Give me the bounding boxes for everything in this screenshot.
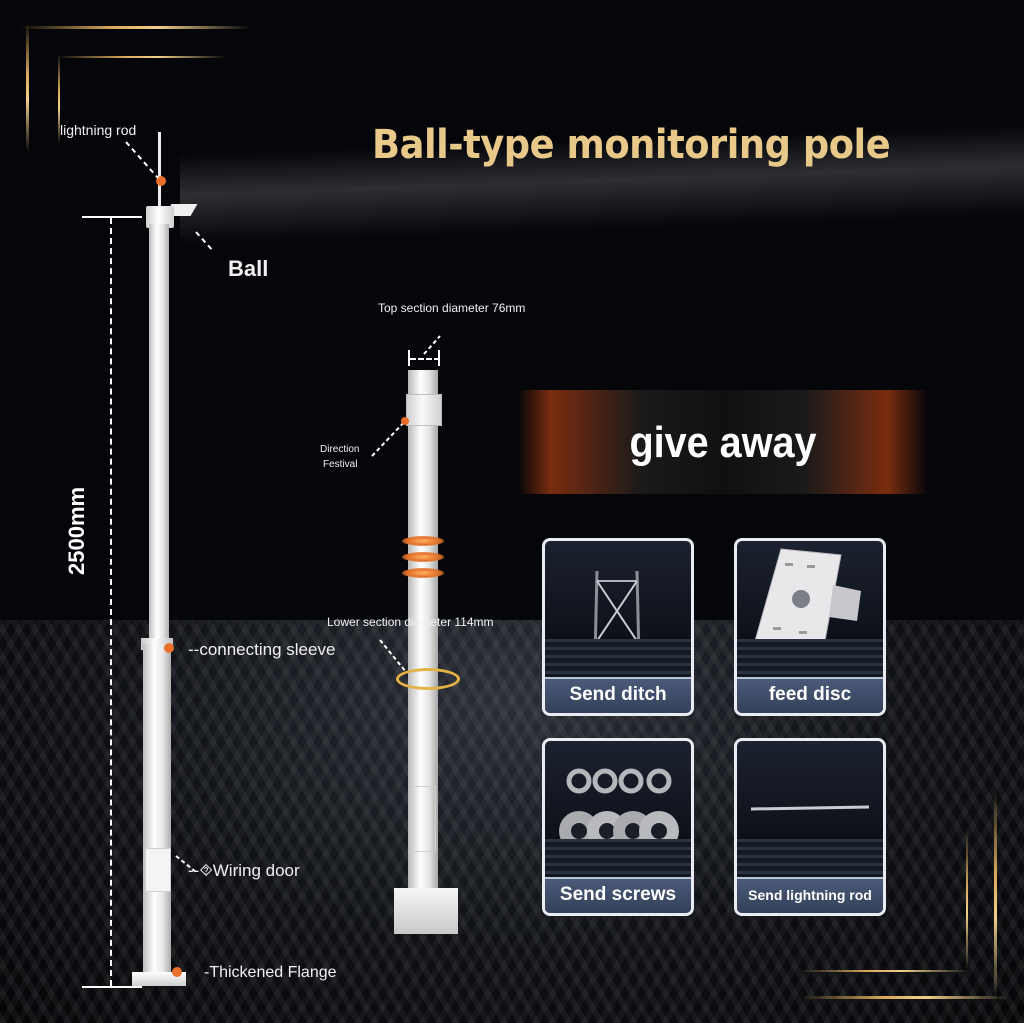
flange-dot [172,967,182,977]
gold-frame-left-inner [58,54,60,144]
card-floor [545,639,691,679]
diameter-ring [396,668,460,690]
gift-card-disc: feed disc [734,538,886,716]
gift-label-rod: Send lightning rod [737,877,883,913]
festival-label: Festival [323,459,358,470]
top-diameter-tick-right [438,350,440,366]
connecting-sleeve-label: --connecting sleeve [188,640,336,659]
gold-frame-bottom-outer [800,996,1010,999]
card-floor [545,839,691,879]
dimension-line [110,218,112,986]
wiring-door [145,848,171,892]
lightning-rod-icon [750,805,870,811]
top-diameter-tick-left [408,350,410,366]
page-title: Ball-type monitoring pole [372,122,891,168]
ball-label: Ball [228,256,269,281]
sleeve-glow-2 [402,552,444,562]
top-diameter-marker [410,358,440,360]
gift-label-ditch: Send ditch [545,677,691,713]
direction-festival-box [406,394,442,426]
card-floor [737,639,883,679]
direction-dot [401,417,409,425]
direction-label: Direction [320,444,360,455]
pole-head [146,206,174,228]
dimension-bottom-tick [82,986,142,988]
gift-card-rod: Send lightning rod [734,738,886,916]
height-dimension-label: 2500mm [64,486,89,575]
gold-frame-top-outer [20,26,250,29]
giveaway-banner-text: give away [629,418,817,467]
card-floor [737,839,883,879]
sleeve-glow-1 [402,536,444,546]
flange-label: -Thickened Flange [204,964,337,981]
gold-frame-right-outer [994,790,997,1000]
middle-pole-base [394,888,458,934]
lightning-rod [158,132,161,208]
sleeve-dot [164,643,174,653]
pole-lower-section [143,644,171,982]
gold-frame-top-inner [56,56,226,58]
middle-pole [408,370,438,900]
pole-upper-section [149,224,169,644]
sleeve-glow-3 [402,568,444,578]
gold-frame-left-outer [26,22,29,152]
gold-frame-bottom-inner [800,970,970,972]
lower-diameter-label: Lower section diameter 114mm [327,615,494,629]
gift-card-screws: Send screws [542,738,694,916]
gift-label-disc: feed disc [737,677,883,713]
dimension-top-tick [82,216,142,218]
gift-label-screws: Send screws [545,877,691,913]
giveaway-banner [518,390,928,494]
gold-frame-right-inner [966,830,968,970]
top-diameter-label: Top section diameter 76mm [378,301,526,315]
middle-pole-door [412,786,436,852]
lightning-rod-label: lightning rod [60,122,137,138]
wiring-door-label: --⯑Wiring door [188,861,300,880]
lightning-rod-dot [156,176,166,186]
gift-card-ditch: Send ditch [542,538,694,716]
mounting-plate-icon [754,548,861,652]
